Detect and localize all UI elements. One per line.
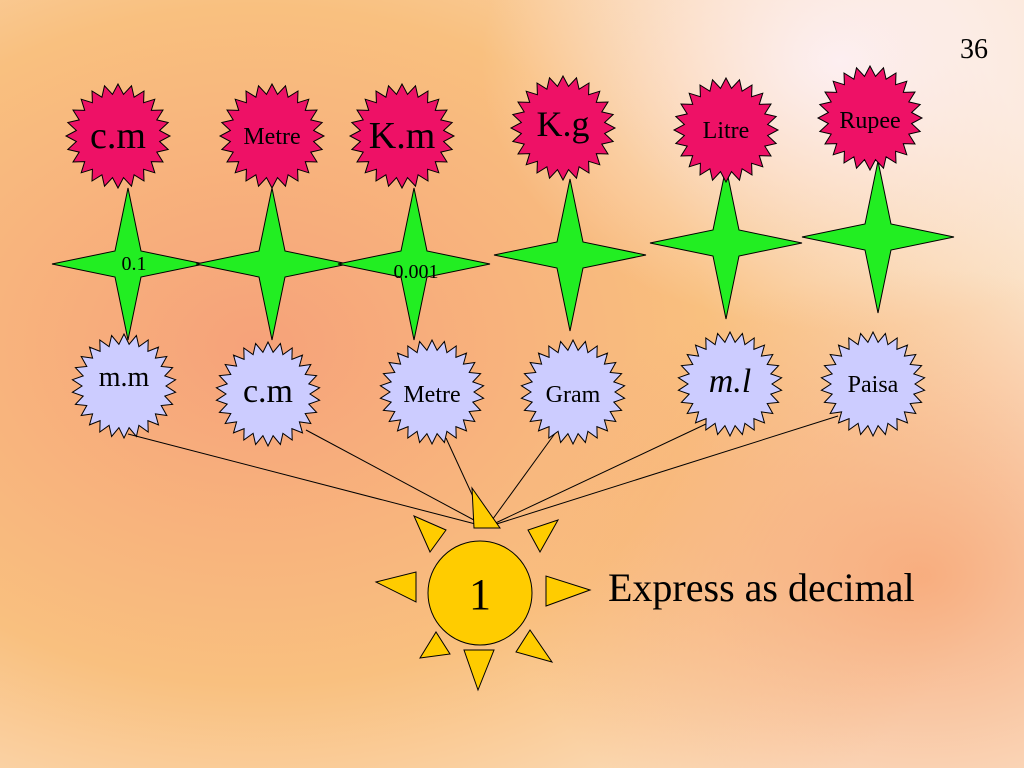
- conversion-factor-label: 0.001: [394, 261, 439, 283]
- bottom-unit-burst: [820, 330, 926, 438]
- sun-ray: [527, 519, 560, 554]
- four-point-star: [493, 178, 647, 332]
- conversion-factor-label: 0.1: [122, 253, 147, 275]
- sun-ray: [419, 631, 451, 659]
- page-number: 36: [960, 34, 988, 65]
- top-unit-burst: [218, 82, 326, 190]
- connector-line: [486, 415, 839, 528]
- sun-ray: [545, 575, 592, 607]
- top-unit-label: Metre: [243, 124, 300, 150]
- sun-disc: [427, 540, 533, 646]
- connector-line: [305, 429, 488, 528]
- top-unit-burst: [672, 76, 780, 184]
- top-unit-label: K.g: [537, 104, 590, 144]
- sun-ray: [463, 649, 495, 692]
- connector-line: [127, 433, 488, 528]
- bottom-unit-burst: [215, 340, 321, 448]
- sun-ray: [515, 629, 554, 663]
- top-unit-label: c.m: [90, 115, 146, 157]
- bottom-unit-label: m.l: [709, 363, 752, 400]
- sun: 1: [374, 486, 592, 692]
- bottom-unit-label: m.m: [99, 362, 150, 393]
- connector-line: [486, 431, 557, 528]
- sun-ray: [471, 486, 501, 529]
- top-unit-bursts: c.m Metre K.m K.g Litre Rupee: [64, 64, 924, 190]
- sun-value: 1: [469, 570, 491, 619]
- caption: Express as decimal: [608, 565, 915, 610]
- bottom-unit-burst: [379, 338, 485, 446]
- top-unit-label: Litre: [703, 118, 750, 144]
- bottom-unit-burst: [71, 332, 177, 440]
- four-point-star: [649, 166, 803, 320]
- bottom-unit-label: Paisa: [848, 372, 899, 398]
- bottom-unit-label: c.m: [243, 373, 293, 410]
- bottom-unit-label: Metre: [403, 382, 460, 408]
- sun-ray: [413, 515, 447, 553]
- top-unit-burst: [816, 64, 924, 172]
- bottom-unit-label: Gram: [546, 382, 601, 408]
- connector-line: [486, 423, 707, 528]
- bottom-unit-burst: [677, 330, 783, 438]
- four-point-star: [51, 187, 205, 341]
- top-unit-burst: [509, 74, 617, 182]
- top-unit-label: Rupee: [839, 108, 900, 134]
- bottom-unit-bursts: m.m c.m Metre Gram m.l Paisa: [71, 330, 926, 448]
- top-unit-label: K.m: [369, 115, 436, 157]
- four-point-star: [337, 187, 491, 341]
- bottom-unit-burst: [520, 338, 626, 446]
- four-point-star: [195, 187, 349, 341]
- connector-lines: [127, 415, 839, 528]
- top-unit-burst: [64, 82, 172, 190]
- four-point-star: [801, 160, 955, 314]
- four-point-stars: 0.1 0.001: [51, 160, 955, 341]
- top-unit-burst: [348, 82, 456, 190]
- sun-ray: [374, 571, 417, 603]
